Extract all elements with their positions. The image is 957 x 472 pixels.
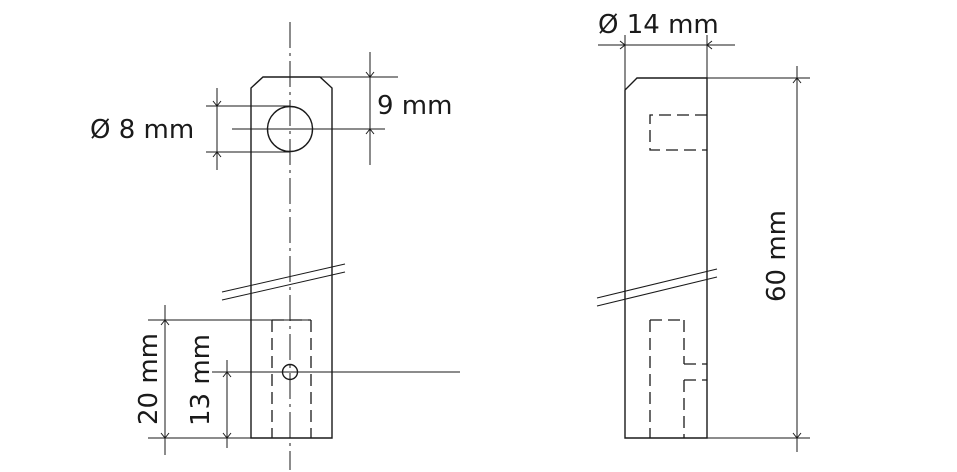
label-length: 60 mm [762, 210, 792, 302]
side-outline [624, 77, 708, 439]
dim-length: 60 mm [707, 66, 810, 452]
break-line-top [221, 263, 346, 293]
label-hole-diameter: Ø 8 mm [90, 115, 194, 145]
front-view [221, 22, 460, 470]
break-line-bottom [221, 271, 346, 301]
label-cross-hole-position: 13 mm [186, 334, 216, 426]
dim-cross-hole-position: 13 mm [186, 334, 282, 448]
side-break-line-top [596, 268, 718, 299]
side-view [596, 77, 718, 439]
label-slot-length: 20 mm [134, 333, 164, 425]
dim-width: Ø 14 mm [598, 10, 735, 90]
dim-hole-offset: 9 mm [320, 52, 452, 165]
label-width: Ø 14 mm [598, 10, 719, 40]
top-pocket-hidden [649, 114, 707, 151]
front-outline [250, 76, 333, 439]
label-hole-offset: 9 mm [377, 91, 452, 121]
side-break-line-bottom [596, 276, 718, 307]
dim-hole-diameter: Ø 8 mm [90, 88, 290, 170]
dim-slot-length: 20 mm [134, 305, 311, 455]
